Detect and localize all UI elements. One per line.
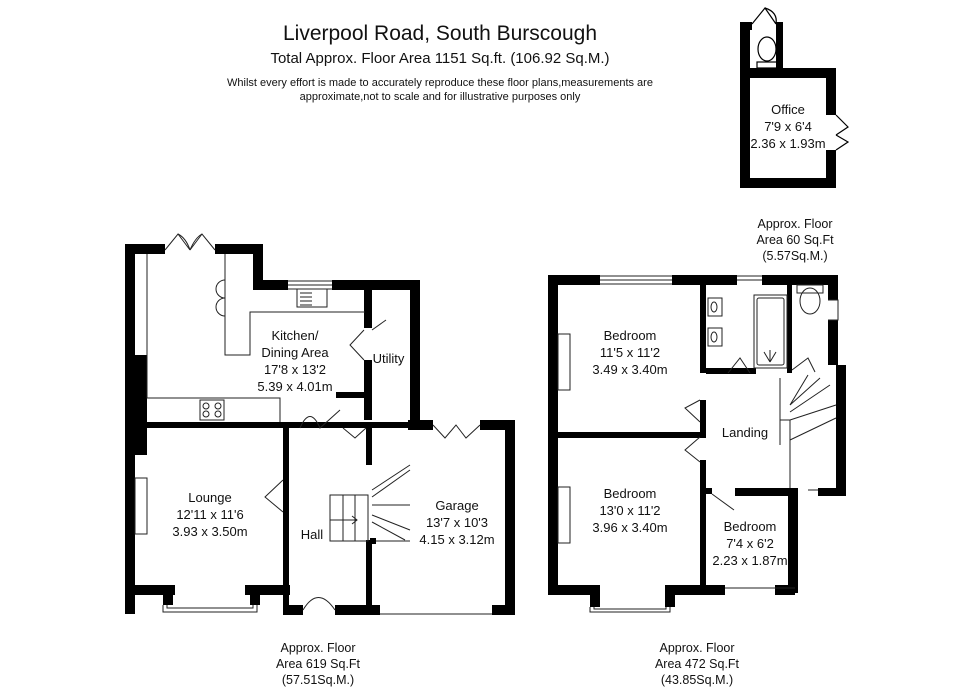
room-size-metric: 3.49 x 3.40m [592, 362, 668, 377]
outbuilding-floor-area: Approx. Floor Area 60 Sq.Ft (5.57Sq.M.) [735, 216, 855, 264]
room-name: Kitchen/ [271, 328, 319, 343]
first-floor-area: Approx. Floor Area 472 Sq.Ft (43.85Sq.M.… [637, 640, 757, 688]
room-label-bedroom-3: Bedroom 7'4 x 6'2 2.23 x 1.87m [706, 518, 794, 569]
room-size-metric: 3.93 x 3.50m [172, 524, 248, 539]
room-label-bedroom-2: Bedroom 13'0 x 11'2 3.96 x 3.40m [575, 485, 685, 536]
room-size-metric: 4.15 x 3.12m [419, 532, 495, 547]
room-size-imperial: 13'7 x 10'3 [425, 515, 489, 530]
room-name: Bedroom [723, 519, 777, 534]
outbuilding-fixtures [751, 6, 850, 151]
room-size-imperial: 7'4 x 6'2 [726, 536, 774, 551]
room-label-hall: Hall [292, 526, 332, 543]
area-line-1: Approx. Floor [659, 641, 735, 655]
room-size-metric: 2.36 x 1.93m [750, 136, 826, 151]
area-line-2: Area 60 Sq.Ft [756, 233, 834, 247]
ground-floor-stair-blocks [370, 538, 376, 544]
room-name: Landing [721, 425, 769, 440]
room-name: Bedroom [603, 328, 657, 343]
room-size-metric: 5.39 x 4.01m [257, 379, 333, 394]
area-line-2: Area 472 Sq.Ft [654, 657, 740, 671]
area-line-1: Approx. Floor [757, 217, 833, 231]
room-label-lounge: Lounge 12'11 x 11'6 3.93 x 3.50m [150, 489, 270, 540]
disclaimer-line-2: approximate,not to scale and for illustr… [299, 91, 581, 103]
room-size-imperial: 7'9 x 6'4 [764, 119, 812, 134]
room-size-imperial: 11'5 x 11'2 [599, 345, 661, 360]
room-name: Lounge [188, 490, 232, 505]
ground-floor-walls [125, 244, 515, 615]
first-floor-fixtures [557, 275, 839, 613]
ground-floor-area: Approx. Floor Area 619 Sq.Ft (57.51Sq.M.… [258, 640, 378, 688]
room-size-imperial: 17'8 x 13'2 [263, 362, 327, 377]
ground-floor-fixtures [134, 233, 492, 615]
room-label-landing: Landing [715, 424, 775, 441]
total-floor-area: Total Approx. Floor Area 1151 Sq.ft. (10… [270, 50, 610, 67]
area-line-3: (43.85Sq.M.) [660, 673, 734, 687]
room-name-2: Dining Area [261, 345, 329, 360]
area-line-2: Area 619 Sq.Ft [275, 657, 361, 671]
room-label-kitchen-dining: Kitchen/ Dining Area 17'8 x 13'2 5.39 x … [240, 327, 350, 395]
room-size-metric: 2.23 x 1.87m [712, 553, 788, 568]
room-name: Utility [372, 351, 405, 366]
room-label-office: Office 7'9 x 6'4 2.36 x 1.93m [748, 101, 828, 152]
room-size-imperial: 13'0 x 11'2 [599, 503, 661, 518]
outbuilding-walls [740, 22, 836, 188]
room-name: Bedroom [603, 486, 657, 501]
area-line-3: (5.57Sq.M.) [762, 249, 828, 263]
room-size-imperial: 12'11 x 11'6 [176, 507, 244, 522]
room-label-bedroom-1: Bedroom 11'5 x 11'2 3.49 x 3.40m [575, 327, 685, 378]
room-name: Office [771, 102, 805, 117]
disclaimer-line-1: Whilst every effort is made to accuratel… [227, 77, 653, 89]
room-name: Hall [300, 527, 324, 542]
room-size-metric: 3.96 x 3.40m [592, 520, 668, 535]
property-title: Liverpool Road, South Burscough [282, 22, 598, 45]
area-line-1: Approx. Floor [280, 641, 356, 655]
room-label-garage: Garage 13'7 x 10'3 4.15 x 3.12m [412, 497, 502, 548]
room-name: Garage [435, 498, 479, 513]
disclaimer: Whilst every effort is made to accuratel… [200, 76, 680, 104]
area-line-3: (57.51Sq.M.) [281, 673, 355, 687]
room-label-utility: Utility [366, 350, 411, 367]
first-floor-walls [548, 275, 846, 607]
